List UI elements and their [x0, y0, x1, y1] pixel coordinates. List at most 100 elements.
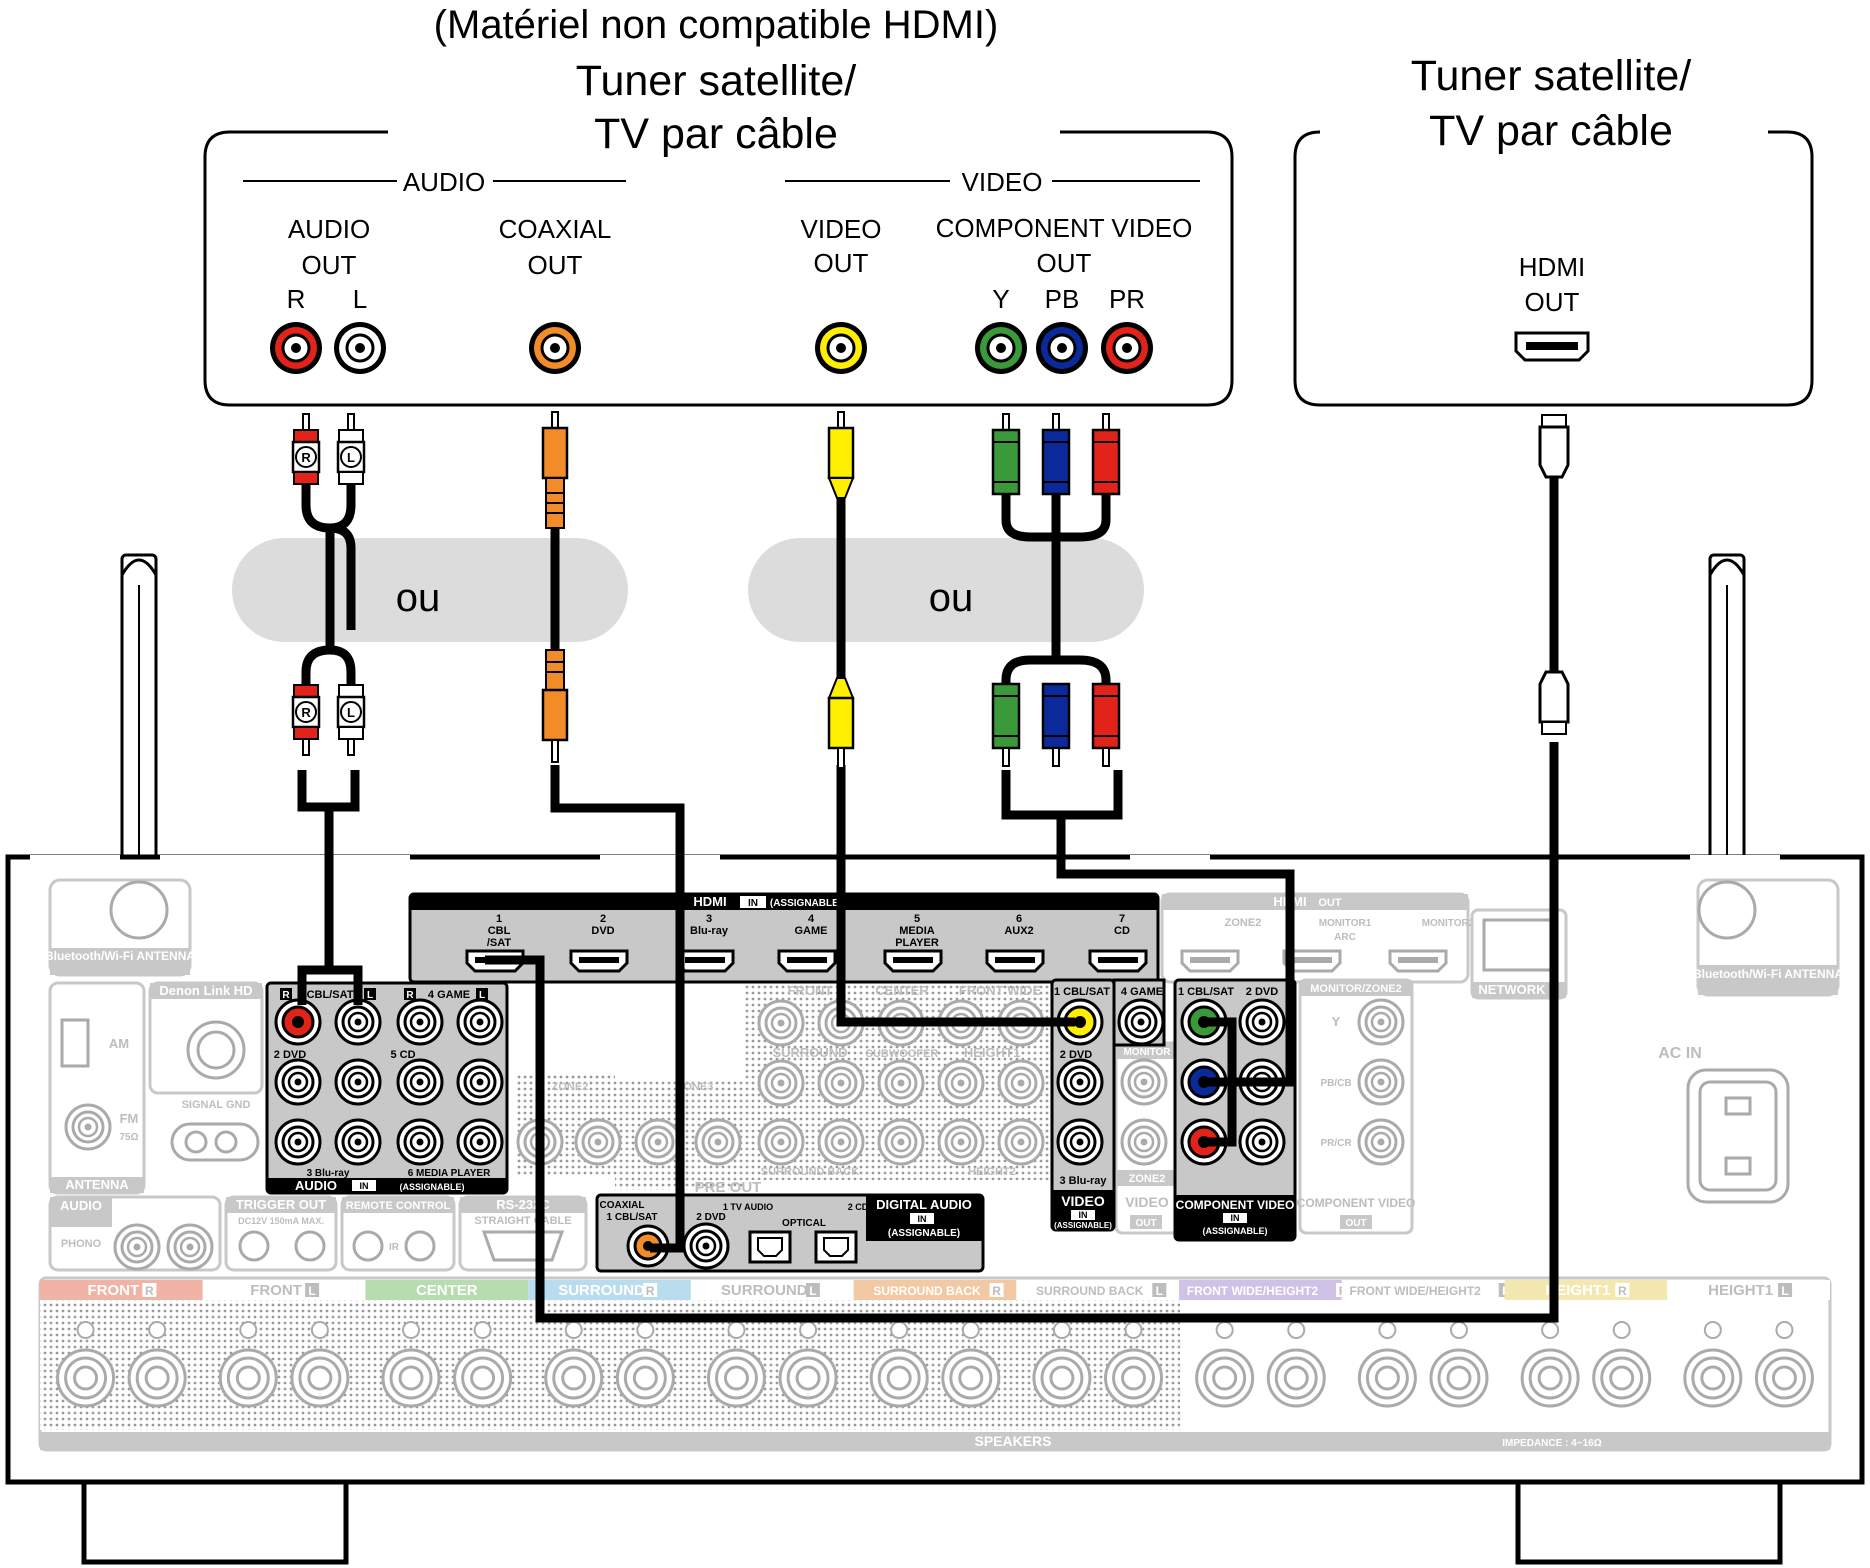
pre-out-front: FRONT	[788, 983, 833, 998]
hdmi-out-monitor2: MONITOR2	[1422, 918, 1475, 929]
speaker-post	[1357, 1348, 1417, 1408]
component-in-badge: IN	[1231, 1213, 1240, 1223]
hdmi-port-icon	[883, 949, 943, 973]
video-in-footer: VIDEO	[1061, 1193, 1105, 1209]
hdmi-out-label-1: HDMI	[1519, 252, 1585, 282]
hdmi-out-monitor1: MONITOR1	[1319, 918, 1372, 929]
terminal-plus-icon	[727, 1321, 746, 1339]
digital-coax-cblsat: 1 CBL/SAT	[607, 1212, 658, 1223]
left-device-outline	[203, 130, 1234, 407]
terminal-plus-icon	[1215, 1321, 1234, 1339]
video-in-dvd: 2 DVD	[1060, 1049, 1092, 1061]
audio-in-game: 4 GAME	[428, 989, 470, 1001]
terminal-minus-icon	[148, 1321, 167, 1339]
audio-in-game-r: R	[406, 990, 414, 1001]
component-y-plug-bottom	[991, 682, 1021, 767]
digital-audio-assignable: (ASSIGNABLE)	[888, 1228, 960, 1239]
av-receiver: Bluetooth/Wi-Fi ANTENNA Bluetooth/Wi-Fi …	[5, 553, 1865, 1565]
speaker-post	[290, 1348, 350, 1408]
speaker-post	[1520, 1348, 1580, 1408]
ac-in-label: AC IN	[1658, 1045, 1702, 1062]
audio-in-cblsat: CBL/SAT	[307, 989, 354, 1001]
speaker-group-8: FRONT WIDE/HEIGHT2R	[1179, 1280, 1351, 1300]
audio-in-bluray: 3 Blu-ray	[307, 1168, 350, 1179]
video-out-label-1: VIDEO	[801, 214, 882, 244]
speaker-channel-label: R	[646, 1284, 655, 1298]
hdmi-input-ports: 1CBL/SAT2DVD3Blu-ray4GAME5MEDIAPLAYER6AU…	[465, 913, 1148, 973]
phono-audio-label: AUDIO	[60, 1198, 102, 1213]
speaker-post	[1683, 1348, 1743, 1408]
component-out-badge: OUT	[1345, 1218, 1366, 1229]
hdmi-in-header: HDMI	[693, 894, 726, 909]
video-group-label: VIDEO	[962, 167, 1043, 197]
network-label: NETWORK	[1478, 982, 1546, 997]
audio-in-r-small: R	[282, 990, 290, 1001]
component-out-y: Y	[1332, 1014, 1341, 1029]
component-out-pr: PR/CR	[1320, 1138, 1352, 1149]
hdmi-plug-top	[1538, 414, 1570, 479]
hdmi-input-name-line: MEDIA	[899, 925, 935, 937]
or-label-audio: ou	[396, 576, 441, 620]
hdmi-input-name-line: AUX2	[1004, 925, 1033, 937]
speaker-post	[1754, 1348, 1814, 1408]
pre-out-zone3: ZONE3	[677, 1081, 714, 1093]
bt-antenna-port-right: Bluetooth/Wi-Fi ANTENNA	[1693, 878, 1843, 997]
r-label: R	[287, 284, 306, 314]
audio-l-plug-top: L	[336, 413, 366, 485]
terminal-minus-icon	[1612, 1321, 1631, 1339]
pre-out-surround-back: SURROUND BACK	[761, 1166, 859, 1178]
terminal-minus-icon	[1775, 1321, 1794, 1339]
component-out-panel: MONITOR/ZONE2 Y PB/CB PR/CR COMPONENT VI…	[1297, 978, 1415, 1235]
terminal-plus-icon	[1052, 1321, 1071, 1339]
terminal-plus-icon	[402, 1321, 421, 1339]
pre-out-height1: HEIGHT1	[964, 1045, 1020, 1060]
hdmi-out-badge: OUT	[1318, 897, 1342, 909]
bt-antenna-label-left: Bluetooth/Wi-Fi ANTENNA	[45, 949, 195, 963]
hdmi-port-icon	[569, 949, 629, 973]
terminal-plus-icon	[1541, 1321, 1560, 1339]
coaxial-plug-top	[541, 411, 569, 529]
hdmi-in-panel: HDMI IN (ASSIGNABLE) 1CBL/SAT2DVD3Blu-ra…	[408, 892, 1160, 984]
pr-label: PR	[1109, 284, 1145, 314]
speaker-channel-label: L	[308, 1284, 315, 1298]
trigger-spec-label: DC12V 150mA MAX.	[238, 1216, 324, 1226]
trigger-out-panel: TRIGGER OUT DC12V 150mA MAX.	[224, 1195, 338, 1272]
audio-in-l-small: L	[367, 990, 373, 1001]
right-device-title-1: Tuner satellite/	[1411, 52, 1691, 100]
digital-audio-title: DIGITAL AUDIO	[876, 1197, 972, 1212]
terminal-minus-icon	[636, 1321, 655, 1339]
speaker-group-9: FRONT WIDE/HEIGHT2L	[1341, 1280, 1513, 1300]
speaker-group-label: FRONT	[88, 1282, 140, 1299]
audio-out-label-2: OUT	[302, 250, 357, 280]
speaker-post	[1592, 1348, 1652, 1408]
right-device-title-2: TV par câble	[1429, 107, 1673, 155]
component-in-assignable: (ASSIGNABLE)	[1203, 1226, 1268, 1236]
hdmi-port-icon	[675, 949, 735, 973]
video-plug-top	[827, 411, 855, 499]
terminal-minus-icon	[310, 1321, 329, 1339]
audio-r-jack	[270, 322, 322, 374]
speaker-post	[1195, 1348, 1255, 1408]
component-pr-plug-top	[1091, 413, 1121, 496]
component-out-header: MONITOR/ZONE2	[1310, 983, 1401, 995]
speaker-post	[1032, 1348, 1092, 1408]
remote-control-panel: REMOTE CONTROL IR	[340, 1195, 456, 1272]
fm-ohm-label: 75Ω	[119, 1132, 138, 1143]
hdmi-out-port	[1514, 331, 1590, 362]
digital-coax-dvd: 2 DVD	[696, 1212, 725, 1223]
digital-cd: 2 CD	[848, 1202, 869, 1212]
speaker-post	[1266, 1348, 1326, 1408]
speaker-group-label: FRONT WIDE/HEIGHT2	[1350, 1284, 1482, 1298]
or-label-video: ou	[929, 576, 974, 620]
coaxial-out-label-1: COAXIAL	[499, 214, 612, 244]
pre-out-front-wide: FRONT WIDE	[959, 983, 1042, 998]
